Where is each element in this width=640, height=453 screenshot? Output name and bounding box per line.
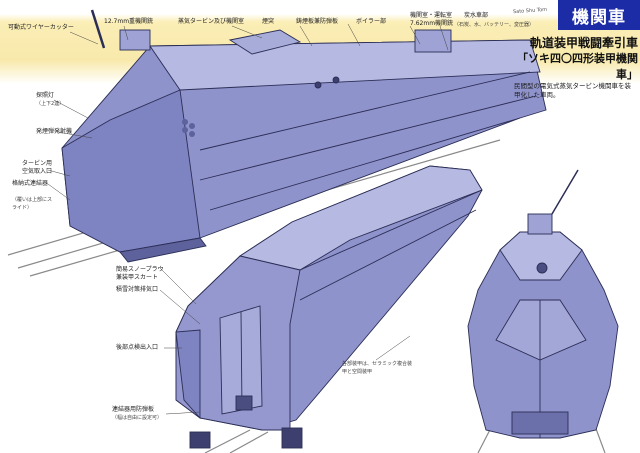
label-coupler-plate-note: （幅は自由に設定可） — [112, 415, 163, 421]
description-text: 民間型の電気式蒸気タービン機関車を装甲化した車両。 — [514, 82, 631, 99]
label-coupler: 格納式連結器 — [12, 180, 49, 187]
label-tender: 炭水車部 — [464, 12, 489, 19]
page-title: 機関車 — [572, 7, 626, 28]
label-snowplow: 簡易スノープラウ兼装甲スカート — [116, 266, 164, 281]
label-armor-note: 各部装甲は、セラミック複合装甲と空間装甲 — [342, 361, 413, 375]
locomotive-side-view — [61, 9, 547, 263]
label-smoke-launcher: 発煙弾発射機 — [36, 128, 73, 135]
label-tender-note: （石炭、水、バッテリー、変圧器） — [454, 22, 534, 28]
label-chimney: 煙突 — [262, 18, 275, 25]
label-snow-exhaust: 積雪対策排気口 — [116, 286, 159, 293]
label-turbine-intake: タービン用空気取入口 — [22, 160, 53, 175]
label-steam-turbine: 蒸気タービン及び機関室 — [178, 18, 245, 25]
annotation-leaders — [47, 23, 449, 415]
subtitle-type: 軌道装甲戦闘牽引車 — [529, 36, 638, 50]
label-coupler-note: （覆いは上部にスライド） — [12, 197, 53, 211]
label-searchlight: 探照灯 — [36, 92, 55, 99]
label-smoke-deflector: 鋳煙板兼防弾板 — [296, 18, 339, 25]
label-coupler-plate: 連結器用防弾板 — [112, 406, 155, 413]
label-searchlight-note: （上下2連） — [36, 101, 65, 107]
label-heavy-machine-gun: 12.7mm重機関銃 — [104, 18, 154, 25]
label-boiler: ボイラー部 — [356, 18, 387, 25]
title-badge: 機関車 — [558, 0, 640, 30]
label-rear-hatch: 後部点検出入口 — [116, 344, 159, 351]
label-machine-gun-7-62: 7.62mm機関銃 — [410, 20, 454, 27]
locomotive-rear-view — [175, 165, 483, 449]
label-cab: 機関室・運転室 — [410, 12, 453, 19]
locomotive-front-view — [467, 169, 619, 439]
label-wire-cutter: 可動式ワイヤーカッター — [8, 24, 74, 31]
subtitle-designation: 「ソキ四〇四形装甲機関車」 — [517, 52, 638, 81]
